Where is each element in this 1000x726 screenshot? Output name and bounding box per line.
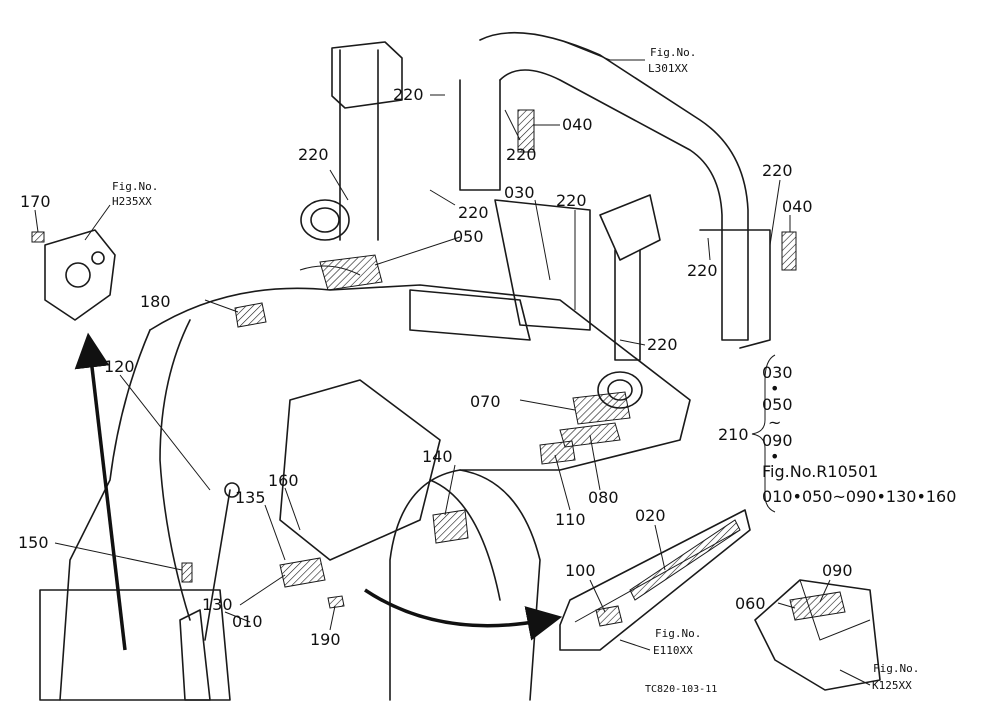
part-labels: 220 220 040 220 220 030 220 220 040 220 … xyxy=(18,85,853,649)
part-label: 190 xyxy=(310,630,341,649)
fig-ref-number: H235XX xyxy=(112,195,152,208)
fig-ref-number: E110XX xyxy=(653,644,693,657)
part-label: 050 xyxy=(453,227,484,246)
fig-ref-label: Fig.No. xyxy=(873,662,919,675)
part-label: 170 xyxy=(20,192,51,211)
part-label: 040 xyxy=(562,115,593,134)
fig-ref-label: Fig.No. xyxy=(650,46,696,59)
part-label: 220 xyxy=(393,85,424,104)
group-item: 090 xyxy=(762,431,793,450)
part-label: 080 xyxy=(588,488,619,507)
part-label: 120 xyxy=(104,357,135,376)
part-label: 135 xyxy=(235,488,266,507)
part-label: 130 xyxy=(202,595,233,614)
part-label: 220 xyxy=(687,261,718,280)
group-item: 010•050~090•130•160 xyxy=(762,487,956,506)
part-label: 220 xyxy=(506,145,537,164)
rops-frame xyxy=(331,31,771,361)
fig-ref-number: L301XX xyxy=(648,62,688,75)
part-label: 160 xyxy=(268,471,299,490)
group-item: 050 xyxy=(762,395,793,414)
fig-ref-label: Fig.No. xyxy=(112,180,158,193)
diagram-code: TC820-103-11 xyxy=(645,684,717,695)
right-fender xyxy=(429,469,541,701)
part-label: 220 xyxy=(458,203,489,222)
part-label: 110 xyxy=(555,510,586,529)
part-label: 090 xyxy=(822,561,853,580)
leader-lines xyxy=(34,39,871,686)
part-label: 070 xyxy=(470,392,501,411)
group-legend: 210 030 • 050 ~ 090 • Fig.No.R10501 010•… xyxy=(718,363,956,506)
part-label: 220 xyxy=(762,161,793,180)
fig-ref-label: Fig.No. xyxy=(655,627,701,640)
part-label: 140 xyxy=(422,447,453,466)
group-item: • xyxy=(770,447,779,466)
fig-ref-number: K125XX xyxy=(872,679,912,692)
group-item: Fig.No.R10501 xyxy=(762,462,878,481)
group-item: • xyxy=(770,379,779,398)
valve-arrow xyxy=(74,332,127,651)
part-label: 220 xyxy=(556,191,587,210)
part-label: 060 xyxy=(735,594,766,613)
part-label: 180 xyxy=(140,292,171,311)
valve-detail xyxy=(31,229,116,321)
part-label: 220 xyxy=(298,145,329,164)
group-item: 030 xyxy=(762,363,793,382)
group-item: ~ xyxy=(768,413,781,432)
decals xyxy=(181,109,846,627)
cover-arrow xyxy=(364,588,563,641)
part-label: 010 xyxy=(232,612,263,631)
group-label: 210 xyxy=(718,425,749,444)
part-label: 150 xyxy=(18,533,49,552)
part-label: 220 xyxy=(647,335,678,354)
part-label: 100 xyxy=(565,561,596,580)
lever-assembly xyxy=(39,379,441,701)
part-label: 020 xyxy=(635,506,666,525)
part-label: 040 xyxy=(782,197,813,216)
fender-body xyxy=(59,199,691,701)
fig-refs: Fig.No. L301XX Fig.No. H235XX Fig.No. E1… xyxy=(112,46,919,692)
part-label: 030 xyxy=(504,183,535,202)
